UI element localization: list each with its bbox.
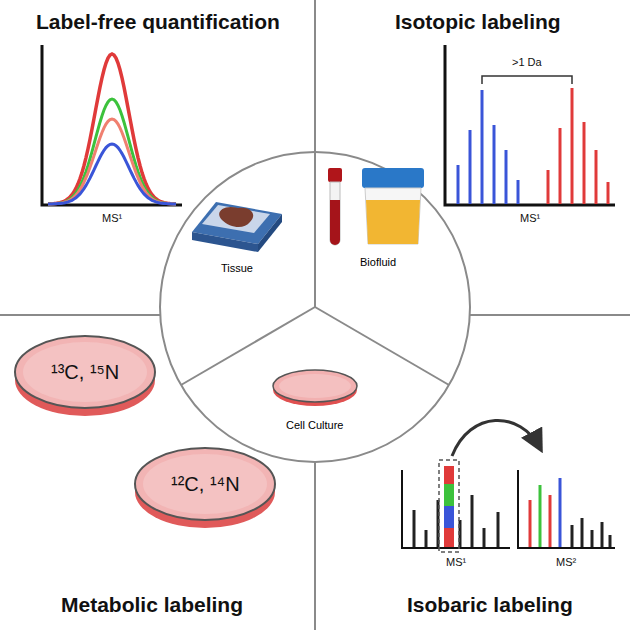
quadrant-title: Label-free quantification (36, 10, 280, 34)
isotope-label: ¹³C, ¹⁵N (51, 361, 119, 384)
petri-dish: ¹²C, ¹⁴N (171, 473, 240, 496)
sector-lines (181, 152, 449, 385)
urine-cup (362, 168, 424, 244)
isotope-label: ¹²C, ¹⁴N (171, 473, 240, 496)
petri-dish-heavy (15, 336, 155, 416)
quadrant-title: Metabolic labeling (61, 593, 243, 617)
sample-sector: Cell Culture (286, 419, 343, 431)
sample-label: Biofluid (360, 256, 396, 268)
sample-label: Cell Culture (286, 419, 343, 431)
chromatogram (42, 45, 182, 205)
peak-curve (48, 119, 176, 204)
peak-curve (48, 144, 176, 204)
sample-circle (160, 152, 470, 462)
petri-dish-light (135, 448, 275, 528)
axis-label: MS¹ (102, 212, 122, 224)
blood-tube (328, 168, 342, 245)
peak-curve (48, 54, 176, 204)
petri-dish: ¹³C, ¹⁵N (51, 361, 119, 384)
axis-label: MS² (556, 556, 576, 568)
quadrant-title: Isotopic labeling (395, 10, 561, 34)
axis-label: MS¹ (520, 212, 540, 224)
tissue-cassette (192, 202, 282, 252)
sample-label: Tissue (221, 262, 253, 274)
quadrant-title: Isobaric labeling (407, 593, 573, 617)
sample-sector: Tissue (221, 262, 253, 274)
sample-sector: Biofluid (360, 256, 396, 268)
mass-difference: >1 Da (512, 56, 542, 68)
isotope-spectrum (445, 45, 615, 205)
peak-curve (48, 99, 176, 204)
axis-label: MS¹ (446, 556, 466, 568)
culture-dish (273, 370, 357, 406)
isobaric-spectra (402, 420, 615, 552)
